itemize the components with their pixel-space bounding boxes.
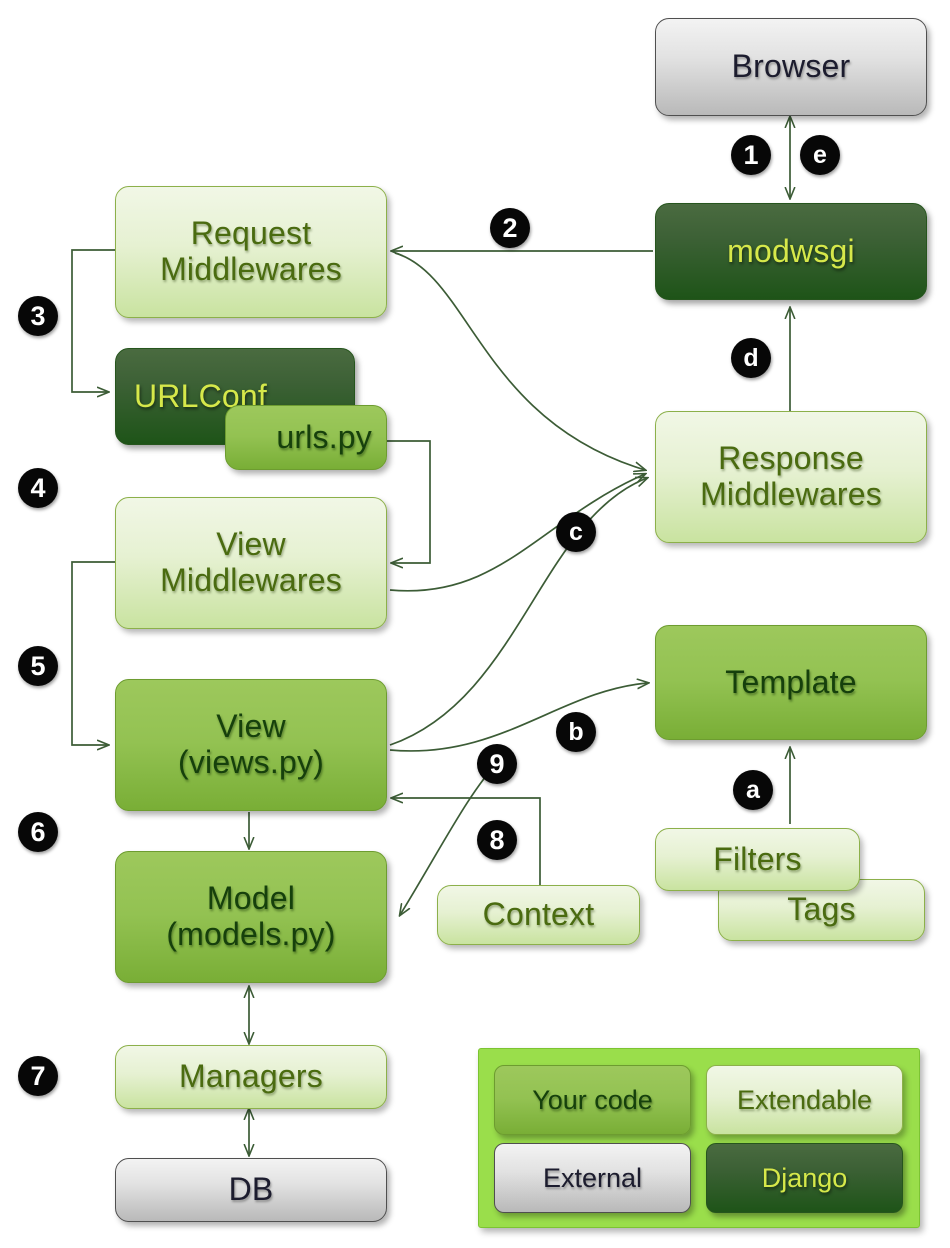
node-view[interactable]: View (views.py) [115,679,387,811]
badge-step-7: 7 [18,1056,58,1096]
badge-step-c-label: c [569,517,583,546]
node-urls-py[interactable]: urls.py [225,405,387,470]
legend-item-extendable[interactable]: Extendable [706,1065,903,1135]
node-db-label: DB [228,1171,274,1208]
badge-step-e-label: e [813,140,827,169]
badge-step-2: 2 [490,208,530,248]
node-tags-label: Tags [787,891,856,928]
node-filters[interactable]: Filters [655,828,860,891]
legend-item-external-label: External [542,1162,643,1193]
node-view-middlewares-label: View Middlewares [160,526,342,598]
node-response-middlewares[interactable]: Response Middlewares [655,411,927,543]
badge-step-3-label: 3 [30,300,46,331]
badge-step-b: b [556,712,596,752]
node-template[interactable]: Template [655,625,927,740]
node-filters-label: Filters [713,840,802,877]
node-context[interactable]: Context [437,885,640,945]
badge-step-4: 4 [18,468,58,508]
node-context-label: Context [482,896,595,933]
badge-step-9: 9 [477,744,517,784]
node-view-label: View (views.py) [177,708,324,780]
badge-step-1-label: 1 [743,139,759,170]
node-managers-label: Managers [179,1058,323,1095]
badge-step-1: 1 [731,135,771,175]
node-template-label: Template [725,663,857,700]
legend-item-django-label: Django [761,1162,848,1193]
badge-step-a: a [733,770,773,810]
node-browser-label: Browser [731,48,851,85]
badge-step-9-label: 9 [489,748,505,779]
badge-step-e: e [800,135,840,175]
node-managers[interactable]: Managers [115,1045,387,1109]
node-request-middlewares-label: Request Middlewares [160,215,342,287]
badge-step-c: c [556,512,596,552]
legend-item-django[interactable]: Django [706,1143,903,1213]
badge-step-b-label: b [568,717,584,746]
node-response-middlewares-label: Response Middlewares [700,440,882,512]
node-urls-py-label: urls.py [276,418,372,455]
badge-step-8-label: 8 [489,824,505,855]
node-request-middlewares[interactable]: Request Middlewares [115,186,387,318]
node-view-middlewares[interactable]: View Middlewares [115,497,387,629]
node-model[interactable]: Model (models.py) [115,851,387,983]
legend-item-your-code[interactable]: Your code [494,1065,691,1135]
badge-step-4-label: 4 [30,472,46,503]
badge-step-7-label: 7 [30,1060,46,1091]
node-browser[interactable]: Browser [655,18,927,116]
legend-item-your-code-label: Your code [532,1084,653,1115]
node-db[interactable]: DB [115,1158,387,1222]
badge-step-2-label: 2 [502,212,518,243]
badge-step-d: d [731,338,771,378]
legend-item-external[interactable]: External [494,1143,691,1213]
node-model-label: Model (models.py) [166,880,336,952]
legend-item-extendable-label: Extendable [736,1084,873,1115]
badge-step-3: 3 [18,296,58,336]
badge-step-5-label: 5 [30,650,46,681]
node-modwsgi-label: modwsgi [727,232,855,269]
badge-step-d-label: d [743,343,759,372]
badge-step-5: 5 [18,646,58,686]
legend-panel: Your code Extendable External Django [478,1048,920,1228]
badge-step-6-label: 6 [30,816,46,847]
badge-step-6: 6 [18,812,58,852]
badge-step-a-label: a [746,775,760,804]
badge-step-8: 8 [477,820,517,860]
node-modwsgi[interactable]: modwsgi [655,203,927,300]
